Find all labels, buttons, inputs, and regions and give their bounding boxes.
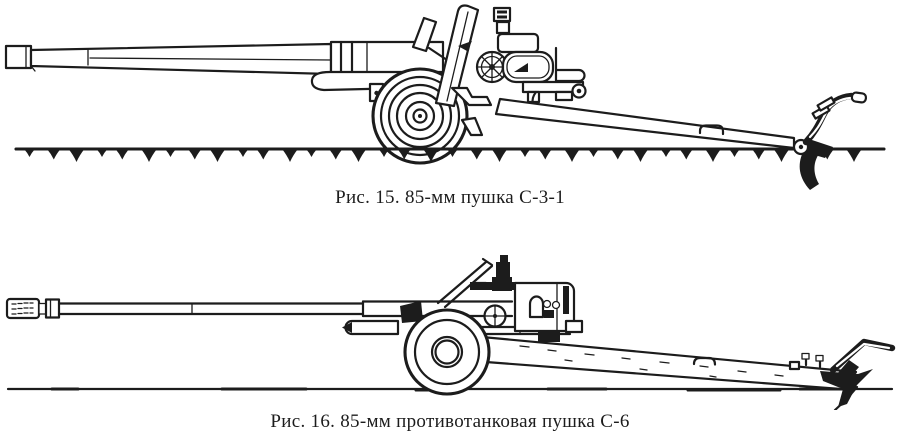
trail — [453, 330, 858, 391]
spade — [820, 369, 873, 410]
figure-16: Рис. 16. 85-мм противотанковая пушка С-6 — [0, 250, 900, 442]
towing-eye-icon — [802, 91, 868, 146]
figure-15-caption: Рис. 15. 85-мм пушка С-3-1 — [335, 187, 565, 208]
carriage — [411, 4, 587, 137]
barrel — [5, 297, 514, 320]
gun-s-3-1-drawing-icon — [4, 4, 886, 190]
barrel — [4, 42, 333, 76]
breech-machinery — [436, 255, 584, 334]
handwheel-icon — [483, 304, 507, 328]
muzzle-brake-slots — [11, 302, 34, 315]
wheel — [403, 308, 491, 396]
figure-16-caption: Рис. 16. 85-мм противотанковая пушка С-6 — [270, 411, 630, 432]
gun-s-6-drawing-icon — [5, 255, 896, 410]
figure-15: Рис. 15. 85-мм пушка С-3-1 — [0, 0, 900, 210]
grass-hatching — [24, 149, 862, 162]
trail — [494, 97, 796, 150]
spade — [792, 138, 833, 190]
ground-line — [14, 147, 886, 162]
